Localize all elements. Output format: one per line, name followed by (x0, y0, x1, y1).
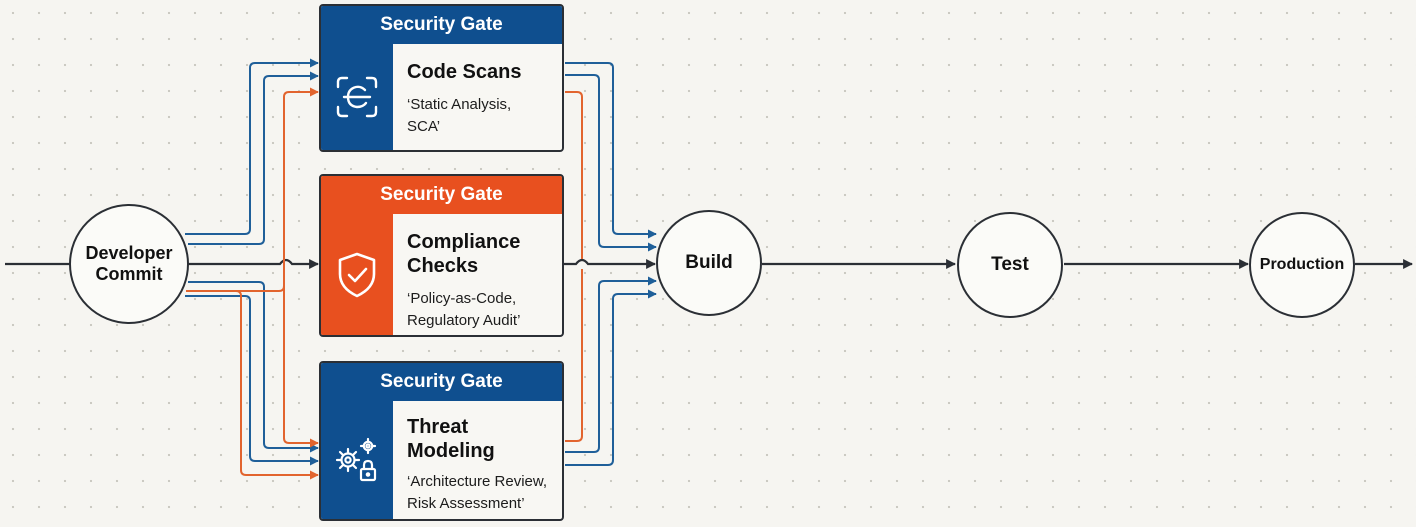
test-label: Test (991, 254, 1029, 275)
commit-to-compliance-arrow (188, 258, 319, 269)
compliance-to-build-line (564, 258, 656, 269)
gate-description-line: Risk Assessment’ (407, 495, 525, 512)
build-label: Build (685, 252, 733, 273)
security-gate-code-scans[interactable]: Security Gate Code Scans ‘Static Analysi… (319, 4, 564, 152)
inbound-blue-flow (185, 58, 319, 235)
inbound-orange-flow (283, 286, 319, 448)
inbound-blue-flow (185, 295, 319, 466)
gate-title-code-scans: Code Scans (407, 61, 522, 83)
gate-header: Security Gate (321, 6, 562, 44)
gears-lock-icon (321, 401, 393, 519)
outbound-blue-flow (565, 62, 657, 239)
gate-description-line: ‘Static Analysis, (407, 96, 512, 113)
gate-title-compliance-line2: Checks (407, 255, 479, 277)
production-node[interactable]: Production (1249, 212, 1355, 318)
gate-header: Security Gate (321, 176, 562, 214)
gate-description-line: Regulatory Audit’ (407, 312, 521, 329)
build-node[interactable]: Build (656, 210, 762, 316)
production-label: Production (1259, 256, 1345, 273)
gate-title-threat-line1: Threat (407, 416, 469, 438)
developer-commit-label-line1: Developer (85, 243, 173, 263)
outbound-blue-flow (565, 74, 657, 252)
gate-description-line: SCA’ (407, 118, 441, 135)
outbound-orange-flow (565, 91, 583, 259)
inbound-blue-flow (188, 281, 319, 453)
gate-description-line: ‘Policy-as-Code, (407, 290, 517, 307)
gate-header: Security Gate (321, 363, 562, 401)
security-gate-threat-modeling[interactable]: Security Gate Threat Modeling (319, 361, 564, 521)
outbound-orange-flow (565, 269, 583, 442)
gate-description-line: ‘Architecture Review, (407, 473, 548, 490)
inbound-orange-flow (188, 290, 319, 480)
outbound-blue-flow (565, 276, 657, 453)
scan-icon (321, 44, 393, 150)
inbound-blue-flow (188, 71, 319, 245)
security-gate-compliance-checks[interactable]: Security Gate Compliance Checks ‘Policy-… (319, 174, 564, 337)
shield-check-icon (321, 214, 393, 335)
outbound-blue-flow (565, 289, 657, 466)
developer-commit-node[interactable]: Developer Commit (69, 204, 189, 324)
developer-commit-label-line2: Commit (95, 264, 163, 284)
gate-title-compliance-line1: Compliance (407, 231, 521, 253)
gate-title-threat-line2: Modeling (407, 440, 495, 462)
inbound-orange-flow (186, 87, 319, 292)
test-node[interactable]: Test (957, 212, 1063, 318)
